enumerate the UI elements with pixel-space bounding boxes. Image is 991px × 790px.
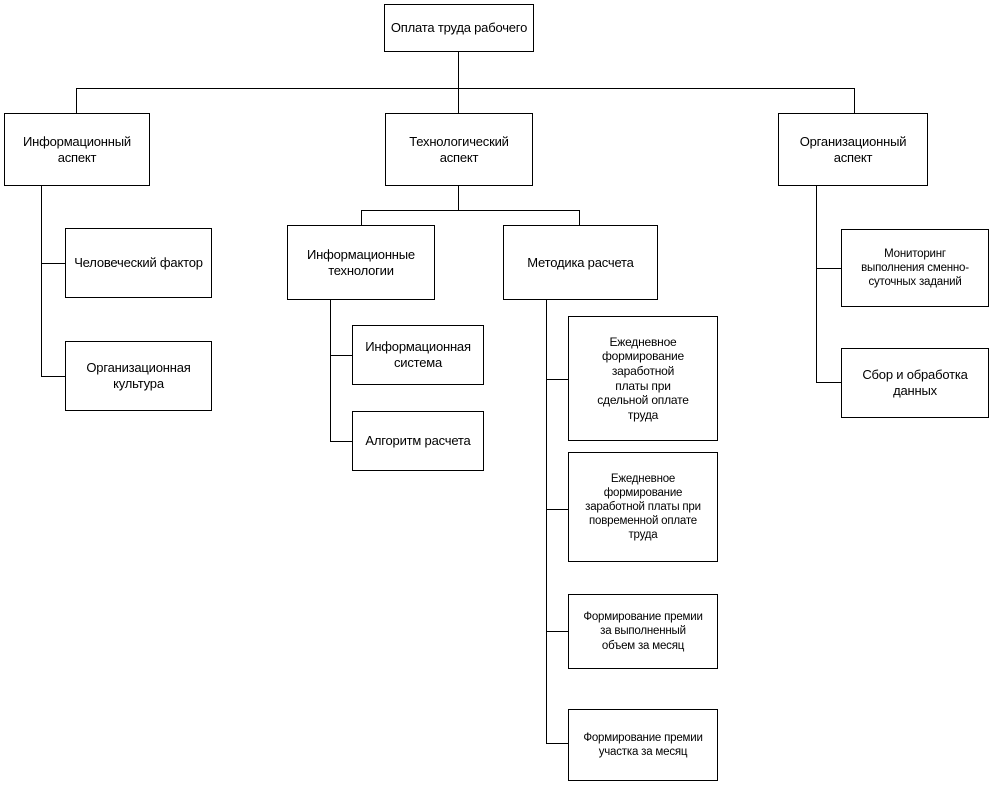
connector-method-stub-3 [546, 631, 568, 632]
node-organizational-culture[interactable]: Организационная культура [65, 341, 212, 411]
node-volume-bonus-label: Формирование премии за выполненный объем… [583, 611, 703, 652]
connector-bus-to-information [76, 88, 77, 113]
connector-bus-to-it [361, 210, 362, 225]
node-calculation-algorithm-label: Алгоритм расчета [365, 433, 471, 449]
node-human-factor[interactable]: Человеческий фактор [65, 228, 212, 298]
node-information-technologies[interactable]: Информационные технологии [287, 225, 435, 300]
connector-organizational-stub-1 [816, 268, 841, 269]
node-information-system-label: Информационная система [365, 339, 471, 370]
connector-it-stub-2 [330, 441, 352, 442]
connector-information-spine [41, 186, 42, 376]
connector-it-stub-1 [330, 355, 352, 356]
connector-organizational-stub-2 [816, 382, 841, 383]
node-root-label: Оплата труда рабочего [390, 20, 528, 36]
connector-information-stub-1 [41, 263, 65, 264]
connector-method-stub-4 [546, 743, 568, 744]
node-aspect-organizational[interactable]: Организационный аспект [778, 113, 928, 186]
connector-organizational-spine [816, 186, 817, 382]
node-aspect-information[interactable]: Информационный аспект [4, 113, 150, 186]
connector-technological-down [458, 186, 459, 210]
connector-information-stub-2 [41, 376, 65, 377]
node-shift-task-monitoring[interactable]: Мониторинг выполнения сменно- суточных з… [841, 229, 989, 307]
connector-method-spine [546, 300, 547, 743]
node-information-system[interactable]: Информационная система [352, 325, 484, 385]
node-data-collection-label: Сбор и обработка данных [862, 367, 968, 398]
connector-technological-bus [361, 210, 579, 211]
node-aspect-technological-label: Технологический аспект [409, 133, 509, 165]
node-data-collection[interactable]: Сбор и обработка данных [841, 348, 989, 418]
node-shift-task-monitoring-label: Мониторинг выполнения сменно- суточных з… [861, 247, 969, 288]
connector-bus-to-technological [458, 88, 459, 113]
connector-level1-bus [76, 88, 855, 89]
connector-bus-to-organizational [854, 88, 855, 113]
node-daily-timebased-wage[interactable]: Ежедневное формирование заработной платы… [568, 452, 718, 562]
node-organizational-culture-label: Организационная культура [86, 360, 191, 391]
node-volume-bonus[interactable]: Формирование премии за выполненный объем… [568, 594, 718, 669]
node-section-bonus-label: Формирование премии участка за месяц [583, 731, 703, 758]
node-calculation-method-label: Методика расчета [527, 254, 634, 270]
connector-root-down [458, 52, 459, 88]
node-aspect-organizational-label: Организационный аспект [799, 133, 907, 165]
node-aspect-technological[interactable]: Технологический аспект [385, 113, 533, 186]
connector-method-stub-1 [546, 379, 568, 380]
node-daily-piecework-wage-label: Ежедневное формирование заработной платы… [597, 334, 689, 422]
node-aspect-information-label: Информационный аспект [23, 133, 131, 165]
node-human-factor-label: Человеческий фактор [74, 255, 203, 271]
connector-method-stub-2 [546, 509, 568, 510]
node-calculation-method[interactable]: Методика расчета [503, 225, 658, 300]
node-information-technologies-label: Информационные технологии [307, 246, 415, 278]
node-calculation-algorithm[interactable]: Алгоритм расчета [352, 411, 484, 471]
node-root[interactable]: Оплата труда рабочего [384, 4, 534, 52]
node-daily-piecework-wage[interactable]: Ежедневное формирование заработной платы… [568, 316, 718, 441]
connector-bus-to-method [579, 210, 580, 225]
connector-it-spine [330, 300, 331, 442]
node-daily-timebased-wage-label: Ежедневное формирование заработной платы… [585, 472, 701, 542]
node-section-bonus[interactable]: Формирование премии участка за месяц [568, 709, 718, 781]
